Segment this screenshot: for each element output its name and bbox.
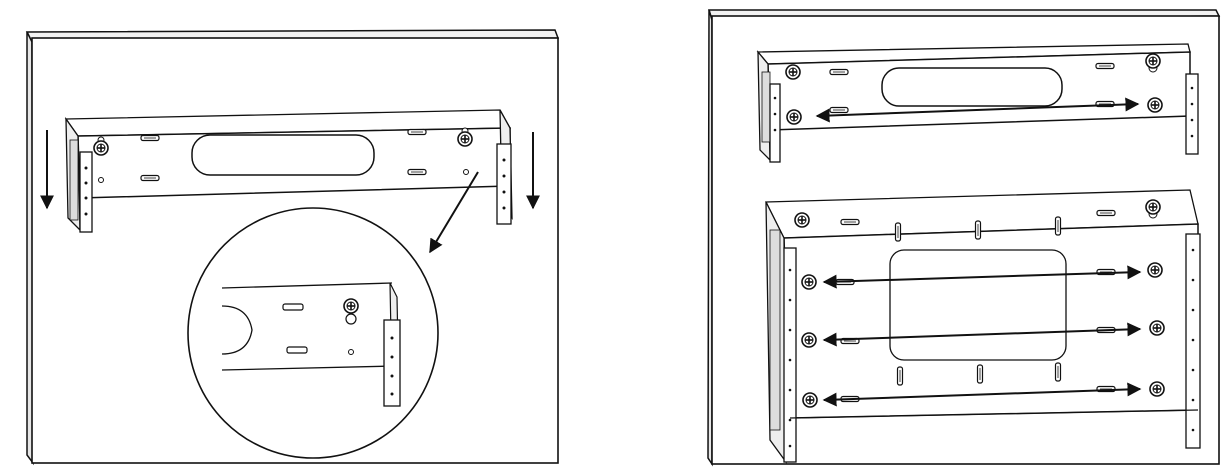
screw-icon bbox=[457, 131, 473, 147]
screw-icon bbox=[93, 140, 109, 156]
double-arrow-icon bbox=[815, 97, 1140, 123]
pointer-arrow-icon bbox=[429, 171, 479, 254]
double-arrow-icon bbox=[822, 265, 1142, 289]
left-bracket bbox=[64, 109, 513, 233]
double-arrow-icon bbox=[822, 322, 1142, 347]
double-arrow-icon bbox=[822, 382, 1142, 407]
magnifier-detail bbox=[187, 207, 439, 459]
